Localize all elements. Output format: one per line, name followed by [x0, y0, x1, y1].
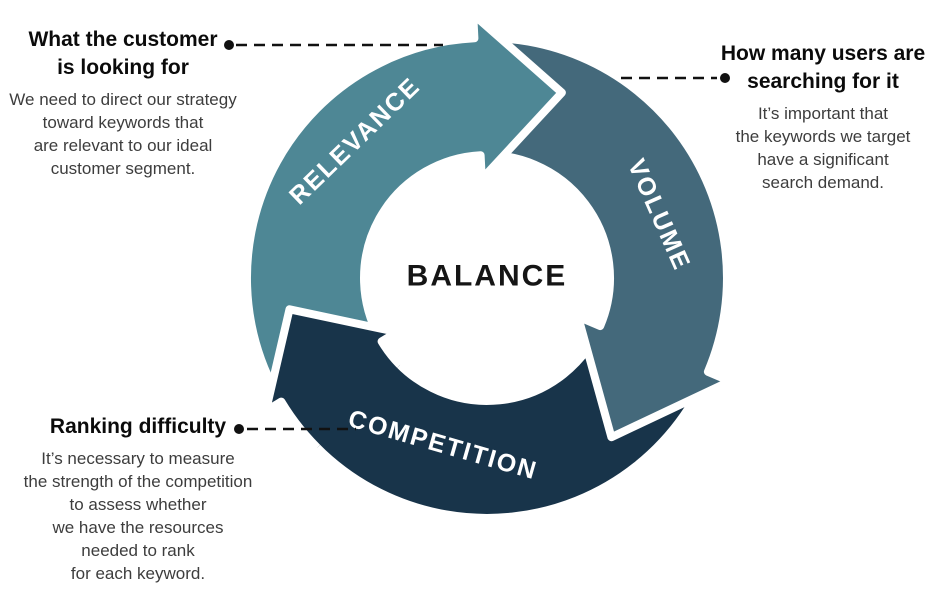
callout-ranking-difficulty: Ranking difficulty It’s necessary to mea…: [8, 413, 268, 585]
callout-body-line: It’s necessary to measure: [41, 449, 235, 468]
callout-body-line: the strength of the competition: [23, 472, 253, 491]
callout-body-line: It’s important that: [757, 104, 889, 123]
callout-body-line: are relevant to our ideal: [33, 136, 213, 155]
callout-title-line: Ranking difficulty: [49, 415, 227, 438]
callout-title-line: What the customer: [28, 28, 218, 51]
connector-dot: [234, 424, 244, 434]
callout-body-line: customer segment.: [50, 159, 196, 178]
callout-body-line: have a significant: [757, 150, 889, 169]
connector-dot: [224, 40, 234, 50]
callout-title: Ranking difficulty: [8, 413, 268, 441]
connector-dot: [720, 73, 730, 83]
callout-title-line: searching for it: [747, 70, 899, 93]
callout-body-line: needed to rank: [81, 541, 195, 560]
callout-how-many-users-searching: How many users are searching for it It’s…: [703, 40, 943, 194]
callout-title: How many users are searching for it: [703, 40, 943, 96]
relevance-arrow: [243, 10, 566, 399]
connector-top-left: [224, 40, 443, 50]
balance-label: BALANCE: [407, 260, 568, 293]
callout-body-line: we have the resources: [52, 518, 224, 537]
connector-bottom-left: [234, 424, 356, 434]
callout-body: We need to direct our strategy toward ke…: [3, 88, 243, 180]
callout-title-line: How many users are: [720, 42, 926, 65]
callout-body-line: We need to direct our strategy: [9, 90, 237, 109]
callout-what-customer-looking-for: What the customer is looking for We need…: [3, 26, 243, 180]
callout-body: It’s necessary to measure the strength o…: [8, 447, 268, 585]
callout-body-line: for each keyword.: [70, 564, 206, 583]
callout-title-line: is looking for: [57, 56, 189, 79]
callout-body-line: the keywords we target: [735, 127, 911, 146]
callout-title: What the customer is looking for: [3, 26, 243, 82]
connector-top-right: [621, 73, 730, 83]
callout-body-line: search demand.: [762, 173, 884, 192]
callout-body-line: toward keywords that: [42, 113, 204, 132]
volume-arrow: [453, 34, 734, 442]
callout-body-line: to assess whether: [69, 495, 207, 514]
callout-body: It’s important that the keywords we targ…: [703, 102, 943, 194]
